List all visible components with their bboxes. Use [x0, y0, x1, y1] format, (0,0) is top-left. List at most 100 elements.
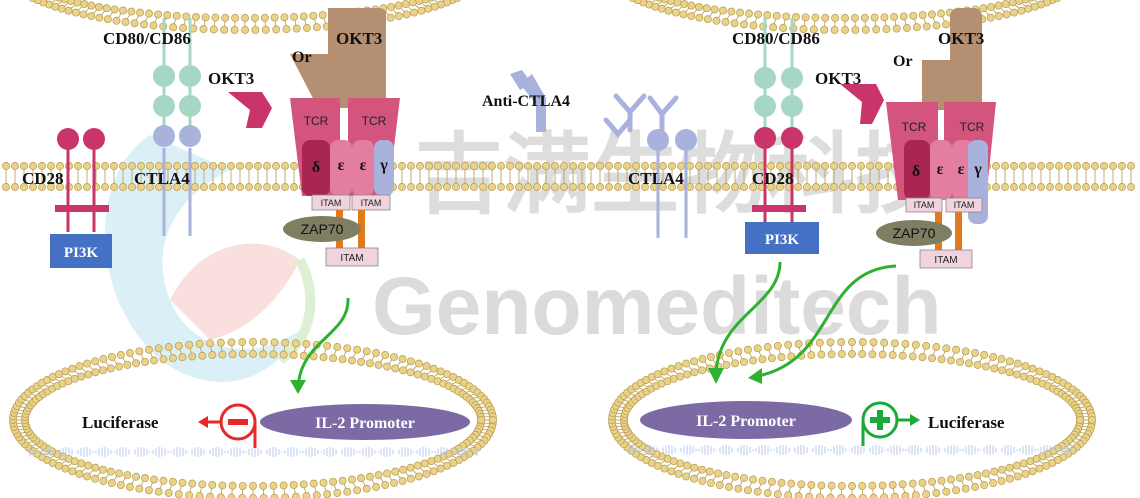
il2-promoter-label-right: IL-2 Promoter: [696, 413, 796, 430]
lipid-head: [587, 183, 595, 191]
tcr-label-right-right-panel: TCR: [960, 120, 985, 134]
lipid-head: [858, 338, 867, 347]
lipid-head: [245, 183, 253, 191]
chain-gamma-right: γ: [973, 161, 982, 178]
lipid-head: [420, 459, 429, 468]
lipid-head: [127, 7, 136, 16]
lipid-head: [429, 364, 438, 373]
lipid-head: [964, 359, 973, 368]
lipid-head: [706, 352, 715, 361]
lipid-head: [427, 457, 436, 466]
lipid-head: [743, 345, 752, 354]
lipid-head: [1042, 461, 1051, 470]
lipid-head: [695, 162, 703, 170]
lipid-head: [227, 338, 236, 347]
tcr-complex-right-icon: [886, 102, 996, 224]
chain-delta-right: δ: [912, 163, 920, 180]
lipid-head: [381, 350, 390, 359]
lipid-head: [848, 482, 856, 490]
lipid-head: [406, 357, 415, 366]
lipid-head: [1019, 459, 1028, 468]
lipid-head: [705, 467, 714, 476]
lipid-head: [178, 478, 187, 487]
lipid-head: [281, 183, 289, 191]
lipid-head: [83, 183, 91, 191]
lipid-head: [799, 25, 808, 34]
lipid-head: [826, 338, 835, 347]
lipid-head: [821, 183, 829, 191]
lipid-head: [1109, 183, 1117, 191]
chain-epsilon-1-right: ε: [937, 161, 944, 178]
lipid-head: [524, 183, 532, 191]
lipid-head: [911, 340, 920, 349]
signal-arrow-head: [290, 380, 306, 394]
lipid-head: [201, 13, 210, 22]
pi3k-box-right: [745, 222, 819, 254]
lipid-head: [1021, 362, 1030, 371]
lipid-head: [932, 343, 941, 351]
pi3k-label: PI3K: [64, 245, 99, 261]
itam-box-right: [351, 194, 391, 211]
lipid-head: [38, 162, 46, 170]
lipid-head: [908, 352, 917, 361]
lipid-head: [869, 493, 878, 498]
lipid-head: [666, 0, 675, 5]
lipid-head: [857, 183, 865, 191]
lipid-head: [77, 459, 86, 468]
lipid-head: [64, 6, 73, 15]
lipid-head: [533, 183, 541, 191]
lipid-head: [281, 493, 290, 498]
lipid-head: [488, 183, 496, 191]
lipid-head: [249, 350, 257, 358]
lipid-head: [767, 477, 776, 486]
lipid-head: [805, 492, 814, 498]
lipid-head: [749, 183, 757, 191]
lipid-head: [74, 183, 82, 191]
lipid-head: [848, 350, 856, 358]
lipid-head: [470, 183, 478, 191]
top-cell-membrane-right: [629, 0, 1061, 34]
okt3-side-antibody-right-icon: [840, 84, 884, 124]
lipid-head: [1035, 464, 1044, 473]
lipid-head: [424, 4, 433, 13]
lipid-head: [95, 2, 103, 11]
lipid-head: [1127, 183, 1135, 191]
lipid-head: [680, 0, 689, 9]
lipid-head: [436, 367, 445, 376]
lipid-head: [272, 162, 280, 170]
itam-box-right-right-panel: [945, 197, 983, 213]
lipid-head: [1019, 162, 1027, 170]
lipid-head: [932, 489, 941, 497]
lipid-head: [83, 162, 91, 170]
lipid-head: [443, 183, 451, 191]
lipid-head: [892, 24, 901, 33]
lipid-head: [279, 350, 288, 359]
lipid-head: [704, 162, 712, 170]
lipid-head: [817, 481, 826, 490]
lipid-head: [406, 474, 415, 483]
lipid-head: [902, 24, 911, 32]
lipid-head: [290, 162, 298, 170]
lipid-head: [980, 350, 989, 359]
lipid-head: [365, 472, 374, 481]
itam-label-bottom: ITAM: [340, 253, 363, 264]
lipid-head: [1064, 183, 1072, 191]
lipid-head: [837, 350, 846, 359]
lipid-head: [174, 341, 183, 350]
lipid-head: [402, 10, 411, 19]
lipid-head: [769, 23, 778, 32]
lipid-head: [715, 481, 724, 490]
lipid-head: [706, 479, 715, 488]
lipid-head: [57, 4, 66, 13]
itam-label-right: ITAM: [361, 198, 382, 208]
lipid-head: [254, 162, 262, 170]
lipid-head: [690, 357, 699, 366]
lipid-head: [866, 162, 874, 170]
left-panel: PI3K TCR TCR δ ε ε γ ITAM ITAM: [22, 8, 470, 448]
lipid-head: [144, 345, 153, 354]
lipid-head: [228, 481, 237, 490]
lipid-head: [587, 162, 595, 170]
lipid-head: [1076, 416, 1084, 424]
okt3-side-label-left: OKT3: [208, 69, 254, 88]
lipid-head: [671, 8, 680, 17]
